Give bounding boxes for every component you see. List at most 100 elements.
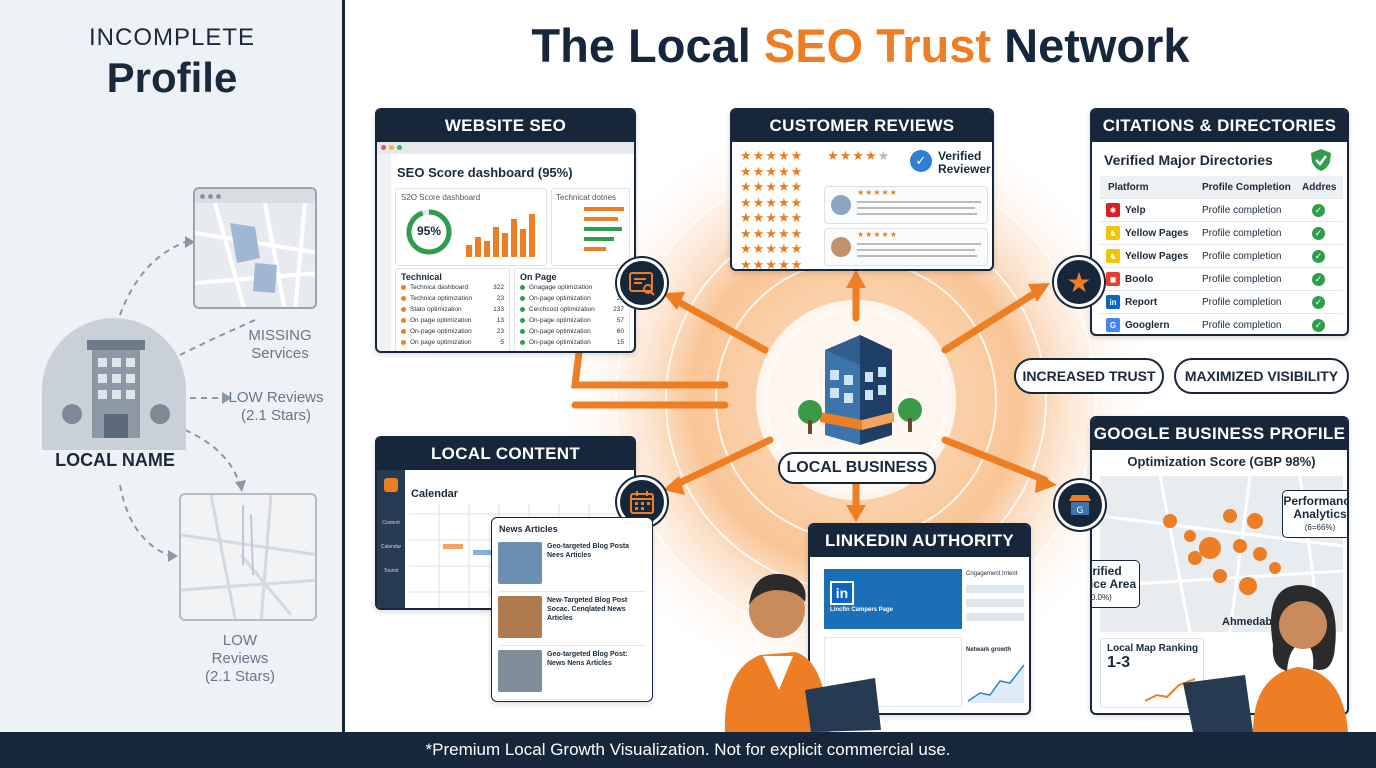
completion-status: Profile completion (1202, 319, 1282, 331)
news-articles-card: News Articles Geo-targeted Blog Posta Ne… (491, 517, 653, 702)
status-dot-icon (401, 318, 406, 323)
check-icon: ✓ (1312, 203, 1325, 217)
avatar (831, 195, 851, 215)
browser-bar (377, 142, 634, 154)
news-article-item[interactable]: Geo-targeted Blog Posta Nees Articles (498, 538, 646, 592)
technical-list-title: Technical (401, 272, 442, 282)
star-grid: ★★★★★★★★★★★★★★★★★★★★★★★★★★★★★★★★★★★★★★★★ (740, 148, 804, 271)
linkedin-title: LINKEDIN AUTHORITY (810, 525, 1029, 557)
metric-value: 13 (496, 317, 504, 324)
map-ranking-value: 1-3 (1107, 654, 1131, 671)
local-business-label: LOCAL BUSINESS (778, 452, 936, 484)
panel-divider (342, 0, 345, 732)
footer-disclaimer: *Premium Local Growth Visualization. Not… (0, 732, 1376, 768)
status-dot-icon (401, 285, 406, 290)
status-dot-icon (401, 296, 406, 301)
check-icon: ✓ (1312, 249, 1325, 263)
browser-search-icon (629, 272, 655, 296)
side-nav-item[interactable]: Tourist (383, 568, 399, 574)
engagement-list (966, 585, 1024, 637)
technical-bars-icon (584, 207, 624, 251)
content-sidebar: Content Calendar Tourist (377, 470, 405, 608)
metric-label: On-page optimization (410, 328, 472, 335)
linkedin-panel: LINKEDIN AUTHORITY in Lincfin Campers Pa… (808, 523, 1031, 715)
street-map-icon (181, 495, 315, 619)
completion-status: Profile completion (1202, 296, 1282, 308)
metric-value: 237 (613, 306, 624, 313)
verified-check-icon: ✓ (910, 150, 932, 172)
article-thumbnail (498, 596, 542, 638)
low-reviews-label: LOW Reviews(2.1 Stars) (228, 389, 324, 424)
metric-label: On-page optimization (529, 339, 591, 346)
news-heading: News Articles (499, 524, 558, 534)
star-row-icon: ★★★★★ (740, 210, 804, 225)
customer-reviews-title: CUSTOMER REVIEWS (732, 110, 992, 142)
completion-status: Profile completion (1202, 227, 1282, 239)
platform-name: Yelp (1125, 204, 1146, 216)
platform-name: Yellow Pages (1125, 227, 1189, 239)
metric-value: 23 (496, 295, 504, 302)
avatar (831, 237, 851, 257)
star-row-icon: ★★★★★ (740, 241, 804, 256)
status-dot-icon (520, 340, 525, 345)
star-row-icon: ★★★★★ (740, 256, 804, 271)
status-dot-icon (520, 307, 525, 312)
technical-card: Technicat dotnes (551, 188, 630, 266)
article-title: Geo-targeted Blog Post: News Nens Articl… (547, 651, 628, 667)
metric-label: Technica optimization (410, 295, 473, 302)
news-article-item[interactable]: Geo-targeted Blog Post: News Nens Articl… (498, 646, 646, 700)
rating-stars-icon: ★★★★★ (827, 148, 891, 163)
metric-value: 133 (493, 306, 504, 313)
man-with-laptop-illustration (724, 573, 881, 732)
network-growth-chart-icon (967, 664, 1025, 703)
side-nav-item[interactable]: Content (382, 520, 400, 526)
metric-value: 60 (616, 328, 624, 335)
status-dot-icon (401, 307, 406, 312)
status-dot-icon (401, 340, 406, 345)
platform-logo-icon: ◼ (1106, 272, 1120, 286)
platform-logo-icon: in (1106, 295, 1120, 309)
local-content-title: LOCAL CONTENT (377, 438, 634, 470)
metric-label: Technica dashboard (410, 284, 469, 291)
score-value: 95% (416, 224, 442, 238)
article-title: Geo-targeted Blog Posta Nees Articles (547, 543, 630, 559)
linkedin-page-name: Lincfin Campers Page (830, 607, 894, 613)
score-gauge-icon (406, 209, 452, 255)
review-stars-icon: ★★★★★ (857, 188, 898, 197)
directory-badge: ★ (1054, 257, 1104, 307)
metric-value: 22 (616, 295, 624, 302)
score-bar-chart-icon (466, 214, 535, 257)
metric-label: On-page optimization (529, 317, 591, 324)
platform-name: Report (1125, 296, 1158, 308)
check-icon: ✓ (1312, 272, 1325, 286)
technical-card-label: Technicat dotnes (556, 193, 617, 202)
side-nav-item[interactable]: Calendar (380, 544, 402, 550)
platform-logo-icon: ♞ (1106, 226, 1120, 240)
platform-logo-icon: G (1106, 318, 1120, 332)
gbp-panel: GOOGLE BUSINESS PROFILE Optimization Sco… (1090, 416, 1349, 715)
metric-label: On-page optimization (529, 328, 591, 335)
metric-value: 322 (493, 284, 504, 291)
maximized-visibility-pill: MAXIMIZED VISIBILITY (1174, 358, 1349, 394)
review-stars-icon: ★★★★★ (857, 230, 898, 239)
status-dot-icon (401, 329, 406, 334)
grey-building-icon (62, 340, 170, 438)
status-dot-icon (520, 318, 525, 323)
local-business-building-icon (798, 335, 922, 445)
news-article-item[interactable]: New-Targeted Blog Post Socac. Cenqlated … (498, 592, 646, 646)
gbp-badge: G (1055, 480, 1105, 530)
storefront-icon: G (1069, 495, 1091, 516)
